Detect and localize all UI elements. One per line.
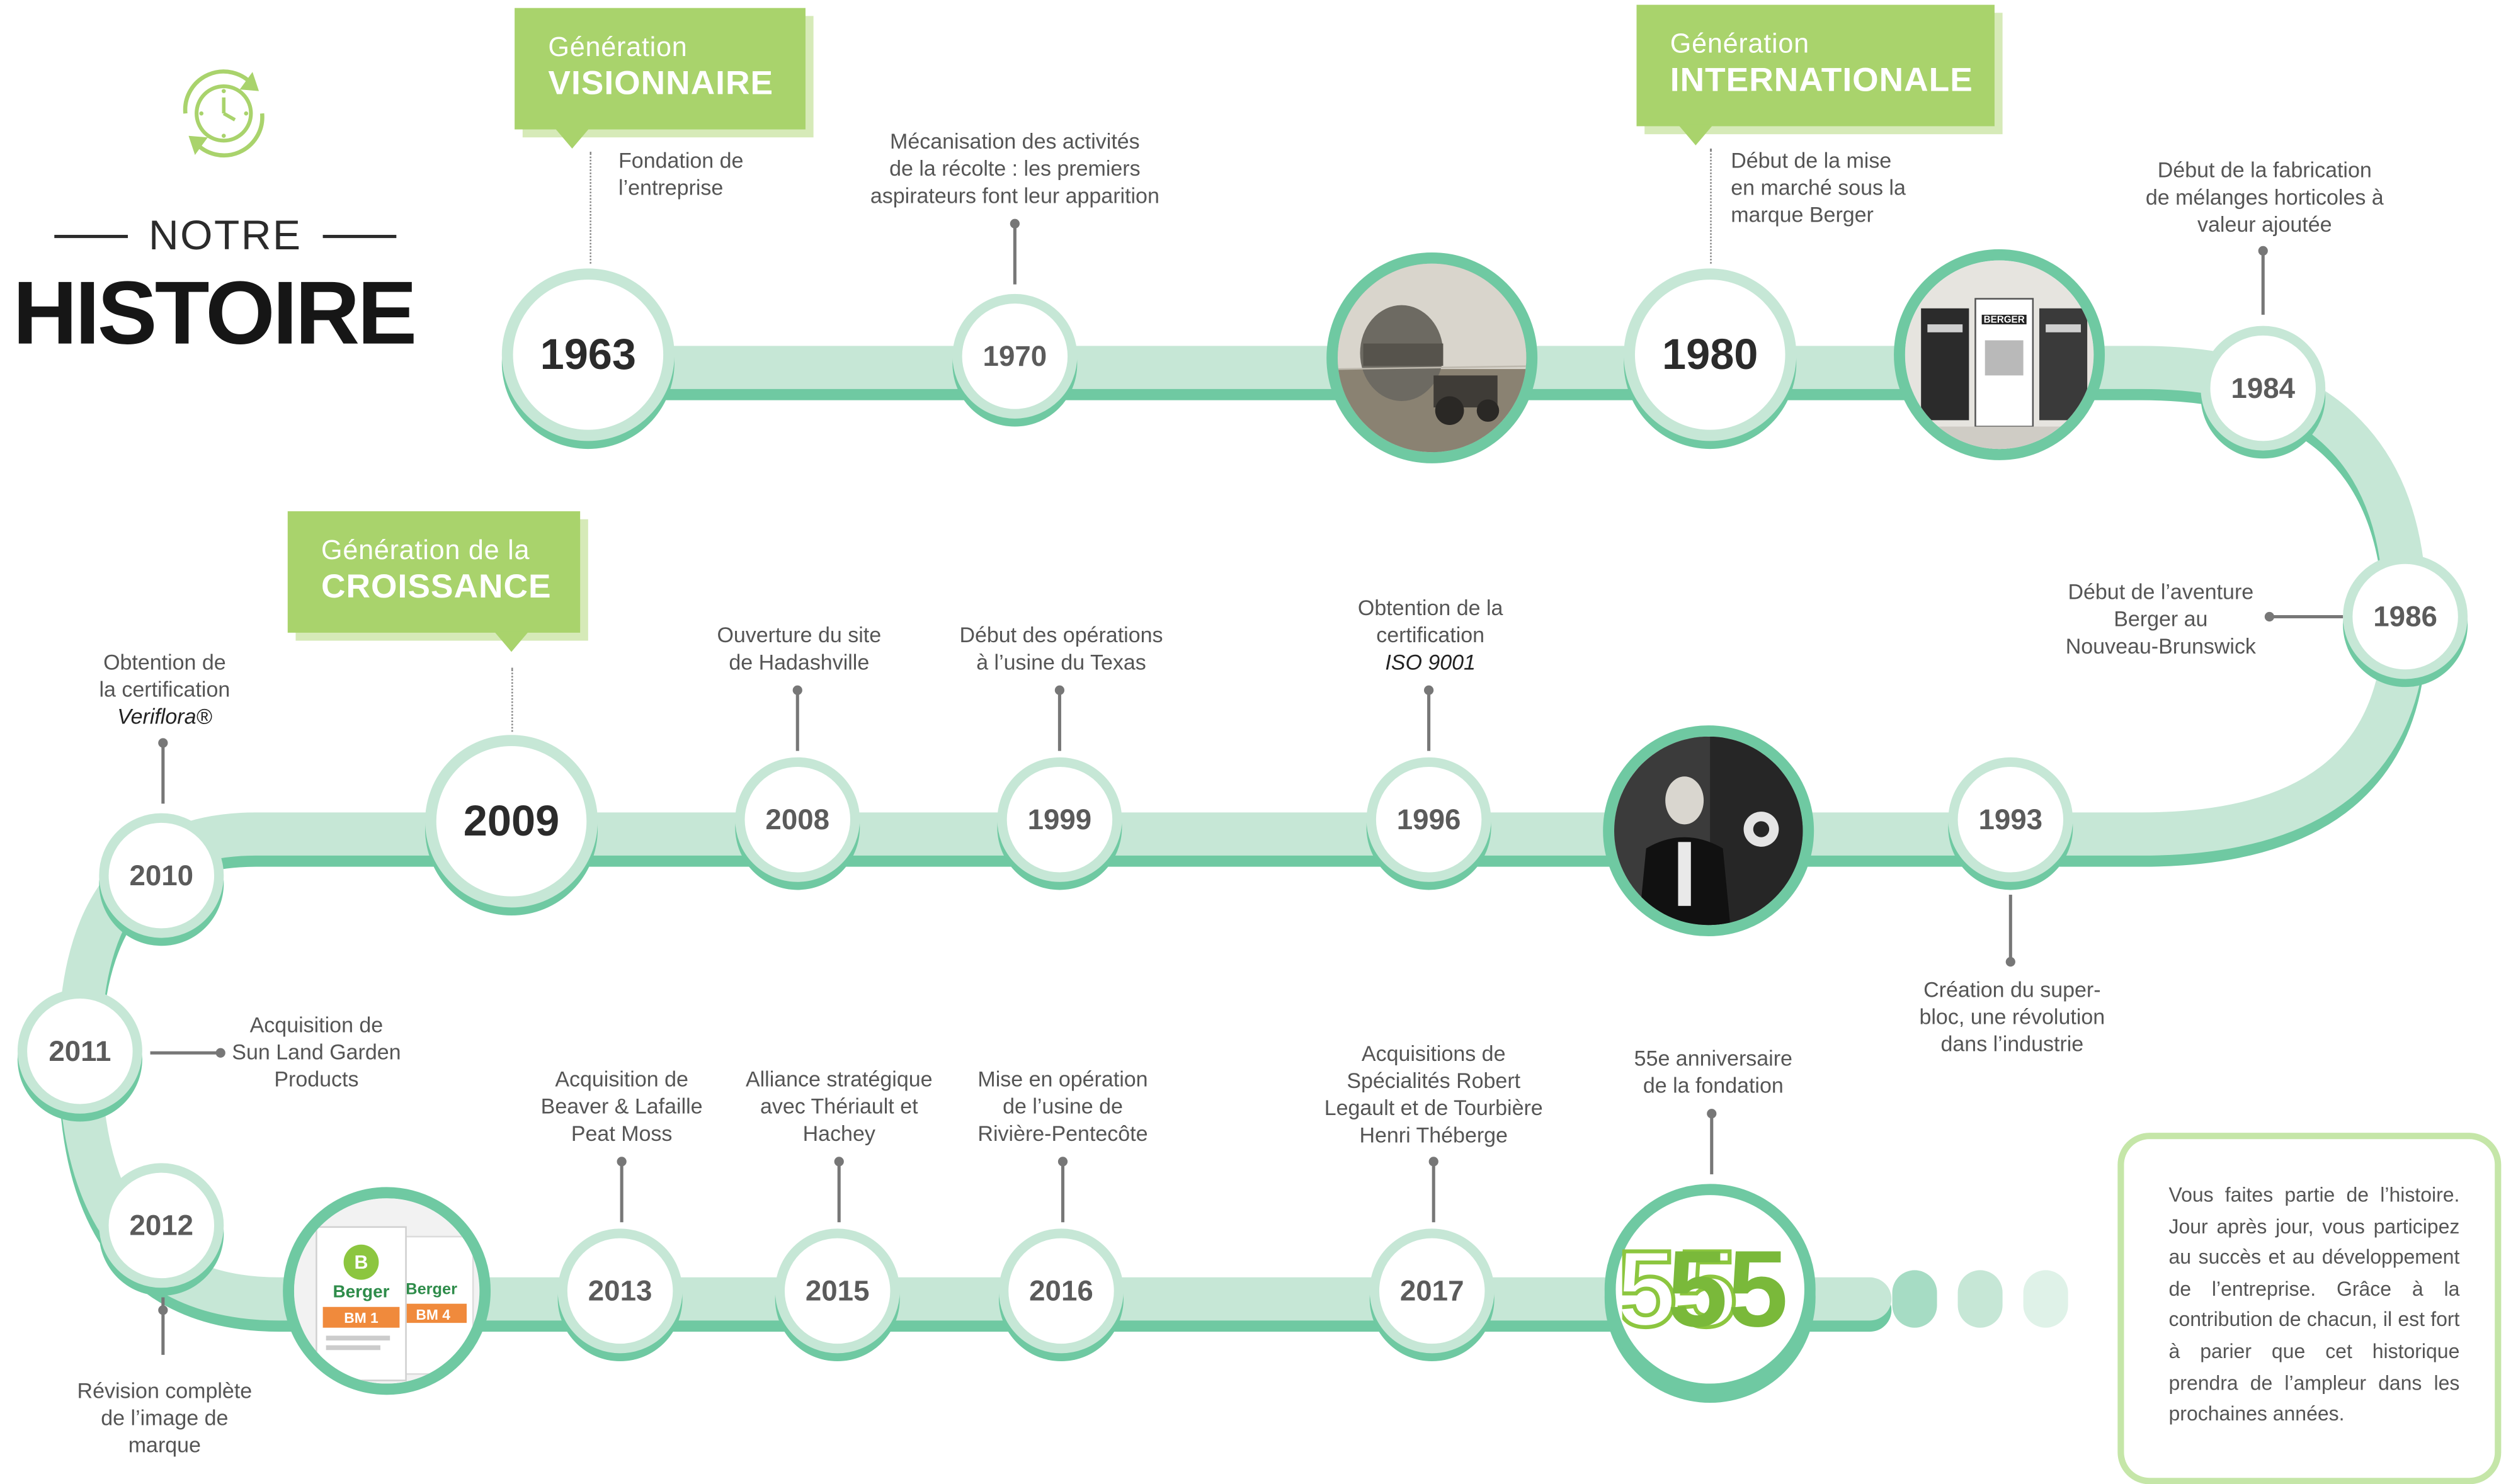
milestone-2008: 2008 bbox=[735, 757, 860, 882]
note-1996-certification: ISO 9001 bbox=[1385, 650, 1476, 674]
clock-icon bbox=[169, 59, 278, 168]
year-1996: 1996 bbox=[1396, 803, 1461, 835]
milestone-1999: 1999 bbox=[997, 757, 1122, 882]
year-2010: 2010 bbox=[129, 858, 194, 891]
note-2008: Ouverture du site de Hadashville bbox=[717, 623, 882, 674]
connector-2009 bbox=[511, 667, 513, 732]
title-notre: NOTRE bbox=[148, 210, 302, 259]
note-2010-text: Obtention de la certification bbox=[99, 650, 231, 702]
milestone-1963: 1963 bbox=[501, 268, 675, 441]
svg-text:B: B bbox=[355, 1252, 368, 1273]
milestone-2012: 2012 bbox=[99, 1163, 224, 1288]
generation-internationale-line2: INTERNATIONALE bbox=[1670, 62, 1973, 99]
closing-message: Vous faites partie de l’histoire. Jour a… bbox=[2117, 1133, 2502, 1484]
milestone-1993: 1993 bbox=[1948, 757, 2073, 882]
note-1996-text: Obtention de la certification bbox=[1357, 596, 1503, 647]
note-2010-certification: Veriflora® bbox=[117, 705, 212, 729]
year-2016: 2016 bbox=[1029, 1274, 1093, 1306]
page-title: HISTOIRE bbox=[13, 262, 417, 363]
note-1986: Début de l’aventure Berger au Nouveau-Br… bbox=[2065, 580, 2256, 659]
title-rule-left bbox=[54, 235, 128, 239]
milestone-2009: 2009 bbox=[425, 735, 598, 908]
note-1970: Mécanisation des activités de la récolte… bbox=[870, 129, 1159, 208]
photo-founder bbox=[1603, 725, 1814, 937]
year-2011: 2011 bbox=[48, 1034, 111, 1067]
milestone-1986: 1986 bbox=[2343, 554, 2468, 679]
milestone-1984: 1984 bbox=[2201, 326, 2326, 451]
photo-product-bags: Berger BM 4 B Berger BM 1 bbox=[283, 1187, 491, 1395]
badge-digits-outline: 55 bbox=[1622, 1233, 1737, 1345]
milestone-2017: 2017 bbox=[1369, 1228, 1495, 1354]
anniversary-55-badge: 55 55 bbox=[1622, 1233, 1788, 1345]
note-2015: Alliance stratégique avec Thériault et H… bbox=[745, 1067, 933, 1146]
note-1963: Fondation de l’entreprise bbox=[618, 148, 744, 200]
note-2013: Acquisition de Beaver & Lafaille Peat Mo… bbox=[540, 1067, 703, 1146]
milestone-2015: 2015 bbox=[775, 1228, 900, 1354]
note-2012: Révision complète de l’image de marque bbox=[77, 1378, 253, 1458]
generation-visionnaire-line1: Génération bbox=[548, 31, 688, 62]
year-1963: 1963 bbox=[540, 330, 637, 378]
year-2009: 2009 bbox=[463, 796, 560, 845]
generation-croissance-line2: CROISSANCE bbox=[321, 569, 552, 606]
note-2018: 55e anniversaire de la fondation bbox=[1634, 1046, 1792, 1098]
year-1970: 1970 bbox=[982, 339, 1047, 371]
year-2017: 2017 bbox=[1399, 1274, 1464, 1306]
bag2-brand: Berger bbox=[406, 1280, 457, 1298]
note-2017: Acquisitions de Spécialités Robert Legau… bbox=[1324, 1041, 1543, 1147]
milestone-1980: 1980 bbox=[1624, 268, 1797, 441]
generation-croissance-line1: Génération de la bbox=[321, 535, 530, 566]
bag1-brand: Berger bbox=[333, 1282, 390, 1301]
note-2016: Mise en opération de l’usine de Rivière-… bbox=[977, 1067, 1148, 1146]
year-1986: 1986 bbox=[2373, 599, 2437, 632]
milestone-2016: 2016 bbox=[999, 1228, 1124, 1354]
generation-visionnaire-line2: VISIONNAIRE bbox=[548, 65, 774, 103]
connector-1963 bbox=[589, 152, 591, 264]
year-2015: 2015 bbox=[805, 1274, 870, 1306]
year-1980: 1980 bbox=[1661, 330, 1758, 378]
milestone-2011: 2011 bbox=[17, 988, 142, 1114]
milestone-55-anniversary: 55 55 bbox=[1604, 1184, 1816, 1395]
generation-croissance: Génération de la CROISSANCE bbox=[287, 511, 581, 652]
year-1993: 1993 bbox=[1978, 803, 2043, 835]
milestone-1996: 1996 bbox=[1366, 757, 1491, 882]
note-2011: Acquisition de Sun Land Garden Products bbox=[232, 1012, 401, 1092]
year-2012: 2012 bbox=[129, 1208, 194, 1241]
bag2-code: BM 4 bbox=[416, 1306, 450, 1323]
year-2013: 2013 bbox=[588, 1274, 652, 1306]
photo-berger-boxes: BERGER bbox=[1894, 249, 2105, 460]
closing-text: Vous faites partie de l’histoire. Jour a… bbox=[2168, 1184, 2460, 1425]
generation-internationale-line1: Génération bbox=[1670, 28, 1809, 59]
continuation-dots bbox=[1892, 1270, 2068, 1328]
box-brand: BERGER bbox=[1984, 315, 2025, 326]
note-1993: Création du super- bloc, une révolution … bbox=[1919, 978, 2105, 1056]
milestone-1970: 1970 bbox=[952, 293, 1078, 419]
photo-harvester-1970s bbox=[1326, 252, 1538, 463]
connector-1980 bbox=[1710, 148, 1712, 264]
badge-digits-solid: 55 bbox=[1667, 1233, 1788, 1345]
milestone-2010: 2010 bbox=[99, 813, 224, 938]
note-1984: Début de la fabrication de mélanges hort… bbox=[2145, 158, 2384, 237]
note-1980: Début de la mise en marché sous la marqu… bbox=[1731, 148, 1906, 227]
generation-internationale: Génération INTERNATIONALE bbox=[1636, 4, 1995, 145]
title-rule-right bbox=[322, 235, 397, 239]
year-2008: 2008 bbox=[765, 803, 830, 835]
note-1999: Début des opérations à l’usine du Texas bbox=[959, 623, 1163, 674]
year-1984: 1984 bbox=[2231, 371, 2296, 404]
year-1999: 1999 bbox=[1027, 803, 1092, 835]
milestone-2013: 2013 bbox=[557, 1228, 683, 1354]
generation-visionnaire: Génération VISIONNAIRE bbox=[515, 8, 806, 149]
bag1-code: BM 1 bbox=[344, 1310, 379, 1326]
